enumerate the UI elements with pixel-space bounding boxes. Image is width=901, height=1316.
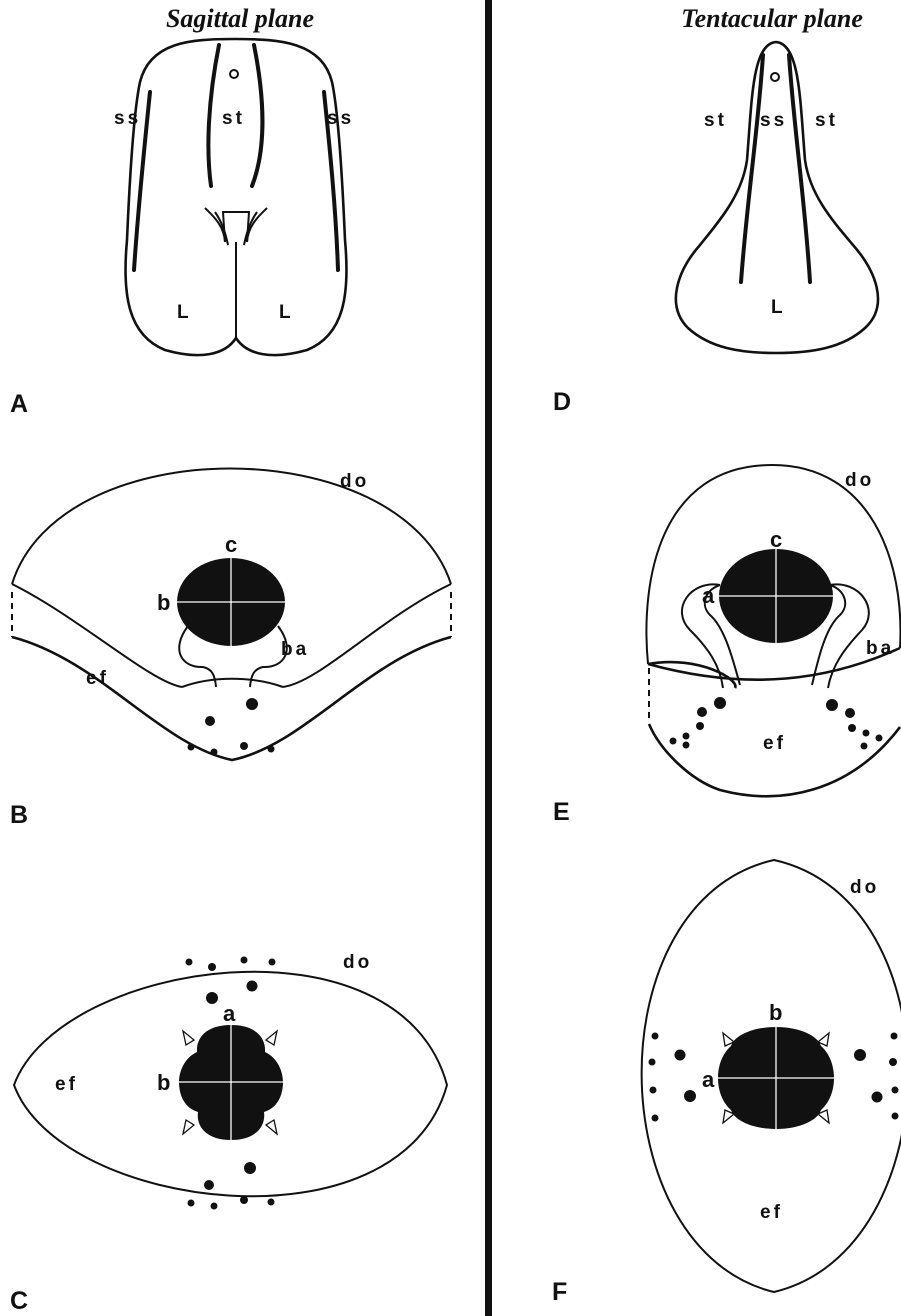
label-ef-e: ef xyxy=(763,733,786,754)
panel-letter-b: B xyxy=(10,801,28,829)
apical-organ-d xyxy=(771,73,779,81)
label-ef-f: ef xyxy=(760,1202,783,1223)
label-ef-c: ef xyxy=(55,1074,78,1095)
panel-e-section: do c a ba ef xyxy=(646,465,900,796)
label-ss-left: ss xyxy=(114,108,141,129)
sagittal-plane-title: Sagittal plane xyxy=(166,4,314,33)
label-c-b: c xyxy=(225,532,237,557)
panel-b-section: do c b ba ef xyxy=(12,469,451,761)
label-st-d-right: st xyxy=(815,110,838,131)
panel-letter-e: E xyxy=(553,798,570,826)
label-ba-b: ba xyxy=(281,639,309,660)
label-ef-b: ef xyxy=(86,668,109,689)
label-c-e: c xyxy=(770,527,782,552)
panel-f-section: do b a ef xyxy=(642,860,901,1292)
panel-letter-f: F xyxy=(552,1278,567,1306)
apical-organ-a xyxy=(230,70,238,78)
label-a-f: a xyxy=(702,1067,715,1092)
label-L-right: L xyxy=(279,302,291,323)
label-ss-d: ss xyxy=(760,110,787,131)
label-st-d-left: st xyxy=(704,110,727,131)
st-stripe-right xyxy=(252,45,262,186)
label-L-left: L xyxy=(177,302,189,323)
label-L-d: L xyxy=(771,297,783,318)
label-b-c: b xyxy=(157,1070,170,1095)
st-stripe-left xyxy=(208,45,219,186)
label-ss-right: ss xyxy=(327,108,354,129)
label-a-c: a xyxy=(223,1001,236,1026)
panel-letter-a: A xyxy=(10,390,28,418)
label-a-e: a xyxy=(702,583,715,608)
label-b-b: b xyxy=(157,590,170,615)
panel-letter-d: D xyxy=(553,388,571,416)
panel-d-larva-tentacular: st ss st L xyxy=(676,42,878,353)
label-b-f: b xyxy=(769,1000,782,1025)
panel-c-section: do a b ef xyxy=(14,952,447,1210)
label-st: st xyxy=(222,108,245,129)
label-do-b: do xyxy=(340,471,369,492)
panel-a-larva-sagittal: ss ss st L L xyxy=(114,39,354,355)
label-do-f: do xyxy=(850,877,879,898)
label-ba-e: ba xyxy=(866,638,894,659)
panel-letter-c: C xyxy=(10,1287,28,1315)
basal-apparatus-e-right xyxy=(828,584,869,688)
label-do-c: do xyxy=(343,952,372,973)
tentacular-plane-title: Tentacular plane xyxy=(681,4,863,33)
label-do-e: do xyxy=(845,470,874,491)
panel-divider xyxy=(485,0,492,1316)
